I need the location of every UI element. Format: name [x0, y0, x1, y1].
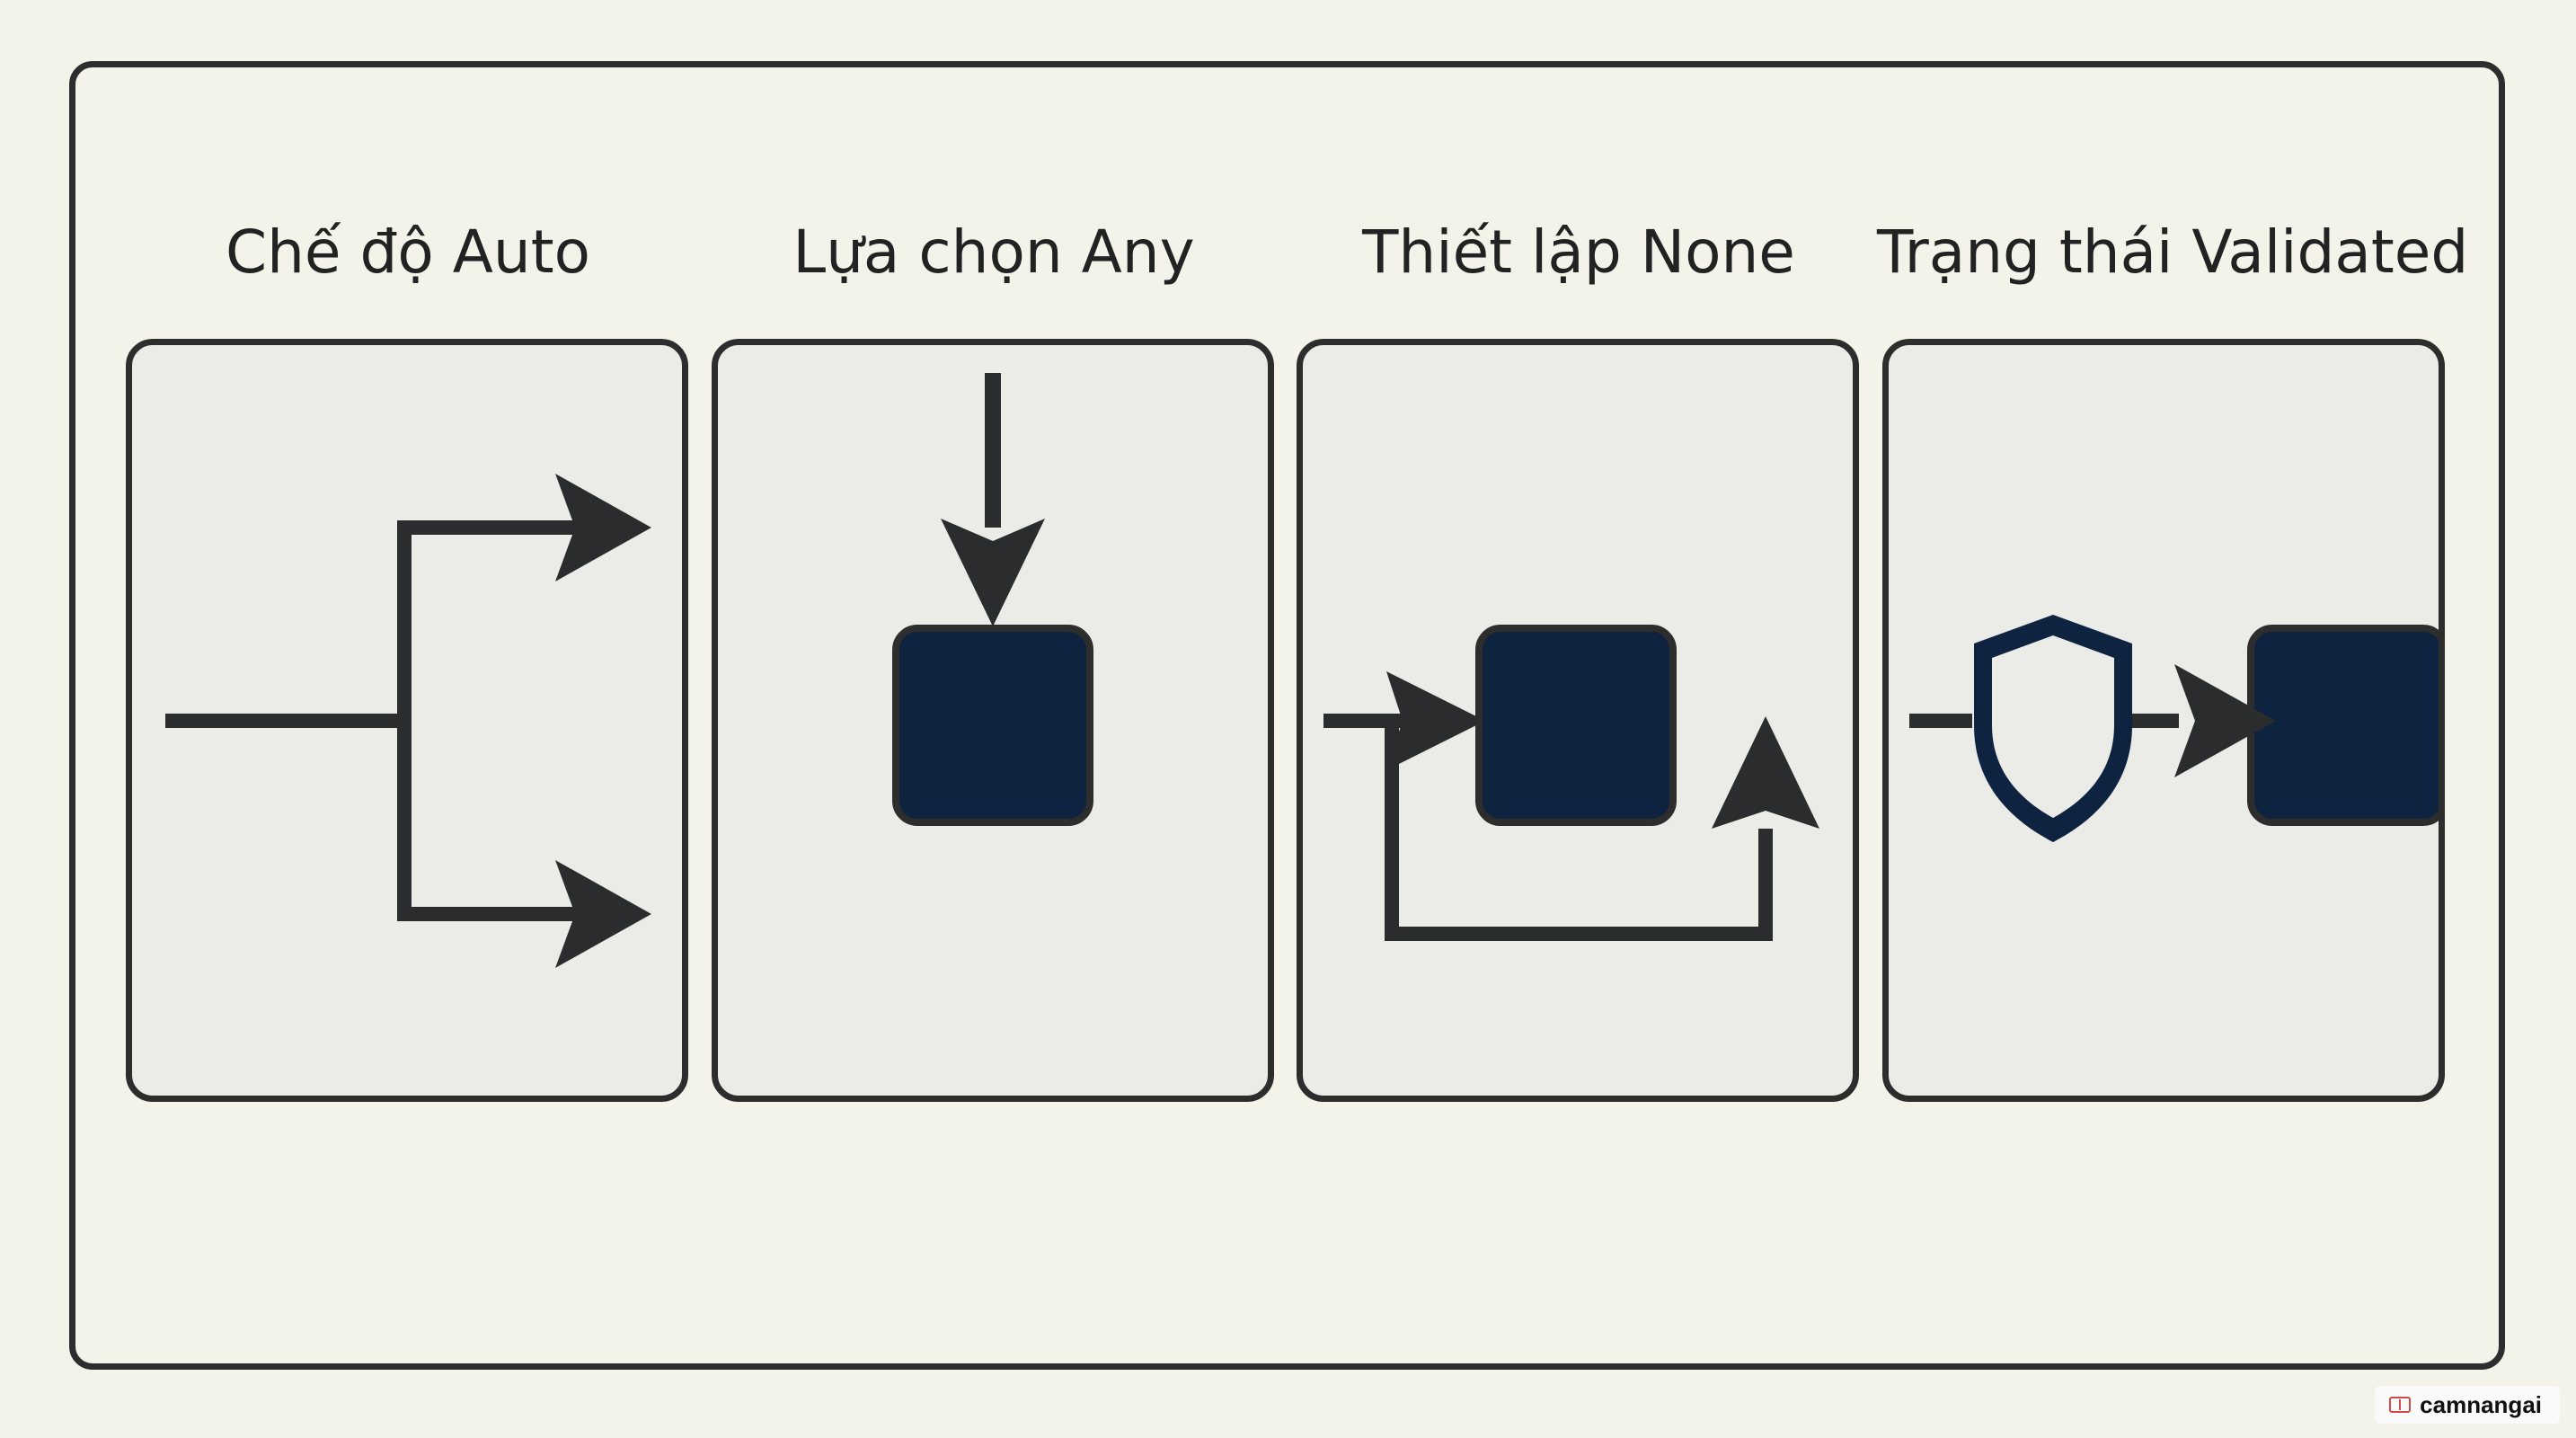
- panel-title-validated: Trạng thái Validated: [1877, 217, 2469, 287]
- loop-arrowhead: [1712, 716, 1819, 829]
- panel-any: [712, 339, 1274, 1102]
- target-block: [1475, 625, 1677, 826]
- branching-arrows-icon: [165, 474, 651, 968]
- mid-arrowhead: [2174, 664, 2276, 777]
- outer-frame: [69, 61, 2505, 1370]
- watermark-text: camnangai: [2420, 1390, 2542, 1418]
- book-icon: [2389, 1397, 2412, 1413]
- shield-arrow-block-icon: [1909, 615, 2439, 842]
- shield-inner: [1992, 635, 2114, 818]
- panel-title-none: Thiết lập None: [1362, 217, 1795, 287]
- panel-title-any: Lựa chọn Any: [792, 217, 1195, 287]
- down-arrowhead: [941, 519, 1045, 626]
- loop-path: [1385, 725, 1773, 941]
- arrow-into-block-icon: [892, 373, 1093, 826]
- panel-title-auto: Chế độ Auto: [226, 217, 590, 287]
- entry-arrowhead: [1386, 671, 1485, 770]
- panel-auto: [126, 339, 688, 1102]
- target-block: [892, 625, 1093, 826]
- panel-validated: [1882, 339, 2445, 1102]
- upper-arrowhead: [555, 474, 651, 581]
- panel-none: [1297, 339, 1859, 1102]
- lower-arrowhead: [555, 860, 651, 968]
- watermark-badge: camnangai: [2375, 1386, 2560, 1424]
- loop-arrow-block-icon: [1323, 625, 1819, 941]
- target-block: [2247, 625, 2439, 826]
